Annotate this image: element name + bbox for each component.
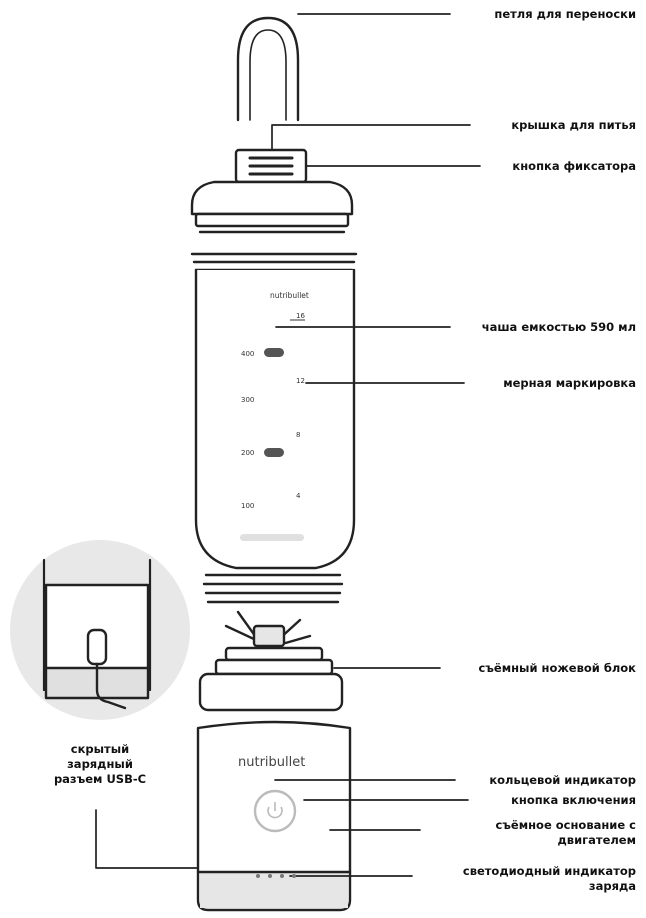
- cup-body: [190, 252, 358, 604]
- label-power-button: кнопка включения: [511, 793, 636, 807]
- label-drinking-lid: крышка для питья: [511, 118, 636, 132]
- label-usb: скрытый зарядный разъем USB-C: [40, 742, 160, 787]
- led-dots: [256, 874, 296, 878]
- base-details: nutribullet: [238, 755, 305, 878]
- label-motor-base-line2: двигателем: [557, 833, 636, 847]
- label-led-charge-line2: заряда: [588, 879, 636, 893]
- label-lock-button: кнопка фиксатора: [512, 159, 636, 173]
- label-measure: мерная маркировка: [503, 376, 636, 390]
- label-led-charge-line1: светодиодный индикатор: [462, 864, 636, 878]
- label-motor-base-line1: съёмное основание с: [495, 818, 636, 832]
- label-usb-line3: разъем USB-C: [53, 772, 147, 786]
- label-blade: съёмный ножевой блок: [478, 661, 636, 675]
- mark-8: 8: [296, 431, 300, 439]
- usb-inset: [10, 540, 190, 720]
- badge-400: [264, 348, 284, 357]
- carry-loop: [236, 16, 300, 122]
- cup-bottom-bar: [240, 534, 304, 541]
- blade-assembly: [198, 610, 344, 712]
- badge-200: [264, 448, 284, 457]
- drinking-lid: [234, 148, 308, 184]
- lid-body: [190, 180, 354, 234]
- label-motor-base: съёмное основание с двигателем: [436, 818, 636, 848]
- cup-markings: nutribullet 16 400 12 300 8 200 4 100: [240, 291, 309, 541]
- mark-400: 400: [241, 350, 254, 358]
- motor-base: [196, 720, 352, 912]
- mark-16: 16: [296, 312, 305, 320]
- mark-300: 300: [241, 396, 254, 404]
- mark-100: 100: [241, 502, 254, 510]
- cup-logo: nutribullet: [270, 291, 309, 300]
- label-carry-loop: петля для переноски: [494, 7, 636, 21]
- base-logo: nutribullet: [238, 755, 305, 770]
- leader-lines: [95, 13, 481, 877]
- label-usb-line2: зарядный: [67, 757, 133, 771]
- label-cup: чаша емкостью 590 мл: [481, 320, 636, 334]
- mark-4: 4: [296, 492, 301, 500]
- mark-12: 12: [296, 377, 305, 385]
- mark-200: 200: [241, 449, 254, 457]
- label-usb-line1: скрытый: [70, 742, 130, 756]
- label-ring-indicator: кольцевой индикатор: [489, 773, 636, 787]
- power-icon[interactable]: [267, 802, 283, 819]
- label-led-charge: светодиодный индикатор заряда: [416, 864, 636, 894]
